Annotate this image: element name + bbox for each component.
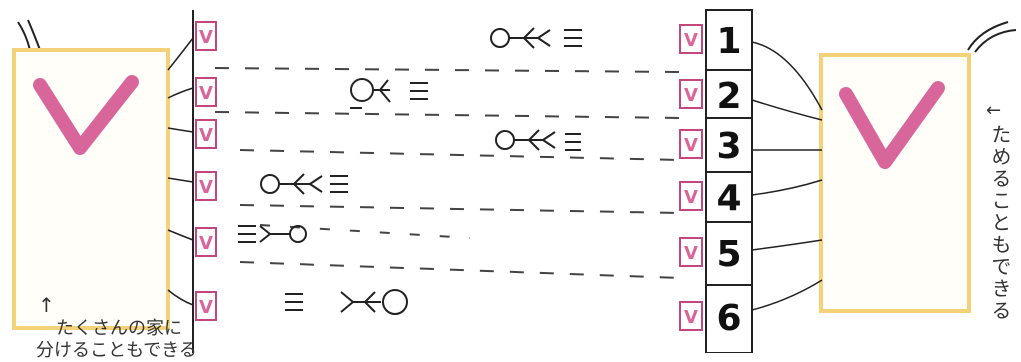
row-number: 3 [716, 126, 741, 167]
runner-figures [238, 28, 582, 314]
left-hanger [18, 20, 40, 50]
left-checkbox: V [196, 292, 216, 320]
row-number: 4 [716, 178, 741, 219]
left-checkbox: V [196, 22, 216, 50]
right-annotation-vertical: ためることもできる [986, 124, 1015, 352]
row-number: 1 [716, 21, 741, 62]
dashed-lines [215, 68, 680, 278]
left-checkbox-mark: V [199, 233, 213, 254]
left-checkbox-mark: V [199, 27, 213, 48]
row-checkbox-mark: V [684, 135, 698, 156]
right-wires [752, 42, 822, 310]
right-hanger [968, 22, 1016, 52]
row-number: 5 [716, 234, 741, 275]
left-checkbox: V [196, 172, 216, 200]
numbered-row: 2V [680, 70, 752, 117]
row-checkbox-mark: V [684, 187, 698, 208]
row-checkbox-mark: V [684, 30, 698, 51]
left-checkbox: V [196, 228, 216, 256]
numbered-row: 4V [680, 172, 752, 219]
row-checkbox-mark: V [684, 85, 698, 106]
left-checkbox-mark: V [199, 177, 213, 198]
row-checkbox-mark: V [684, 243, 698, 264]
left-wires [168, 38, 193, 305]
left-checkbox-mark: V [199, 83, 213, 104]
left-checkbox-mark: V [199, 297, 213, 318]
left-annotation-line2: 分けることもできる [36, 336, 197, 362]
left-checkbox: V [196, 78, 216, 106]
numbered-row: 3V [680, 118, 752, 167]
left-checkbox: V [196, 120, 216, 148]
right-annotation-arrow: ← [986, 100, 1001, 121]
left-checkbox-mark: V [199, 125, 213, 146]
row-checkbox-mark: V [684, 307, 698, 328]
row-number: 2 [716, 76, 741, 117]
left-annotation-arrow: ↑ [38, 293, 55, 317]
row-number: 6 [716, 298, 741, 339]
